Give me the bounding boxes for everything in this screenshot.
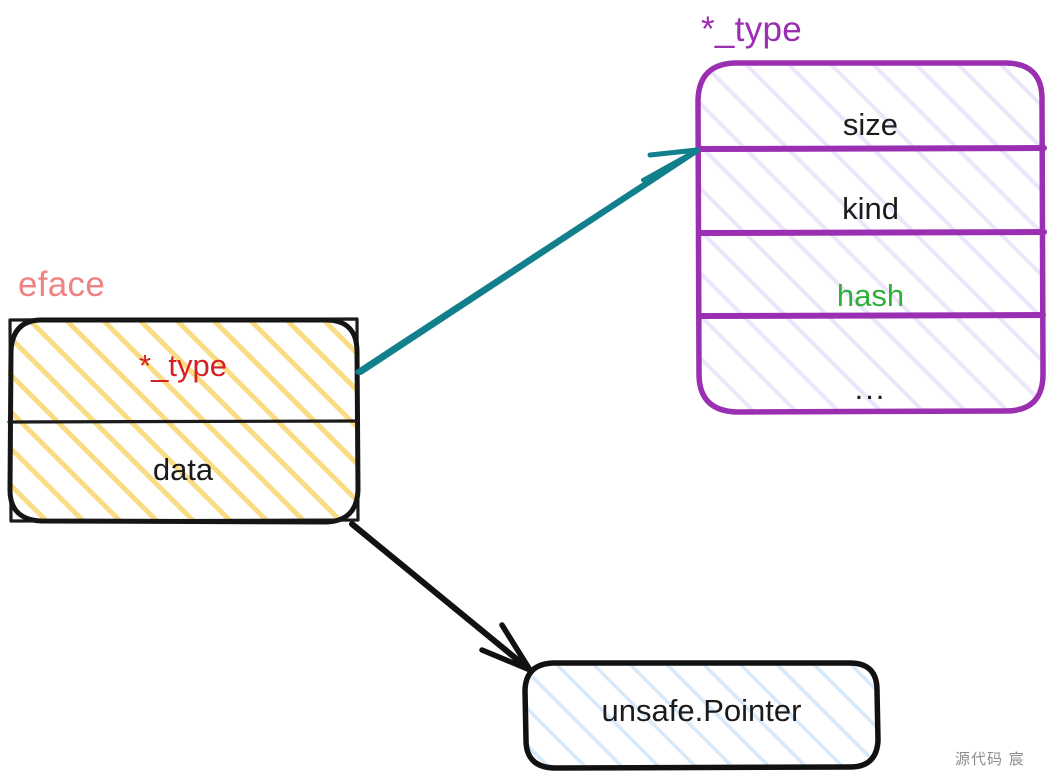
type-row-size: size xyxy=(842,107,899,142)
eface-row-divider xyxy=(7,419,360,424)
pointer-box-outline xyxy=(522,660,881,771)
eface-rounded-stroke xyxy=(7,317,361,525)
eface-row-data: data xyxy=(152,452,214,487)
watermark: 源代码 宸 xyxy=(955,750,1025,768)
arrow-data-pointer xyxy=(349,521,533,673)
pointer-row-label: unsafe.Pointer xyxy=(601,693,802,728)
eface-row-type: *_type xyxy=(139,348,227,383)
type-box-outline xyxy=(695,60,1046,415)
type-row-kind: kind xyxy=(842,191,899,226)
type-row-hash: hash xyxy=(836,278,905,313)
eface-box xyxy=(7,317,361,525)
pointer-box xyxy=(522,660,881,771)
type-divider-size-kind xyxy=(696,145,1047,152)
type-row-more: ... xyxy=(854,371,887,406)
type-divider-hash-more xyxy=(697,312,1046,319)
type-divider-kind-hash xyxy=(697,229,1047,236)
arrow-type-pointer xyxy=(355,147,700,376)
type-box xyxy=(695,60,1047,415)
